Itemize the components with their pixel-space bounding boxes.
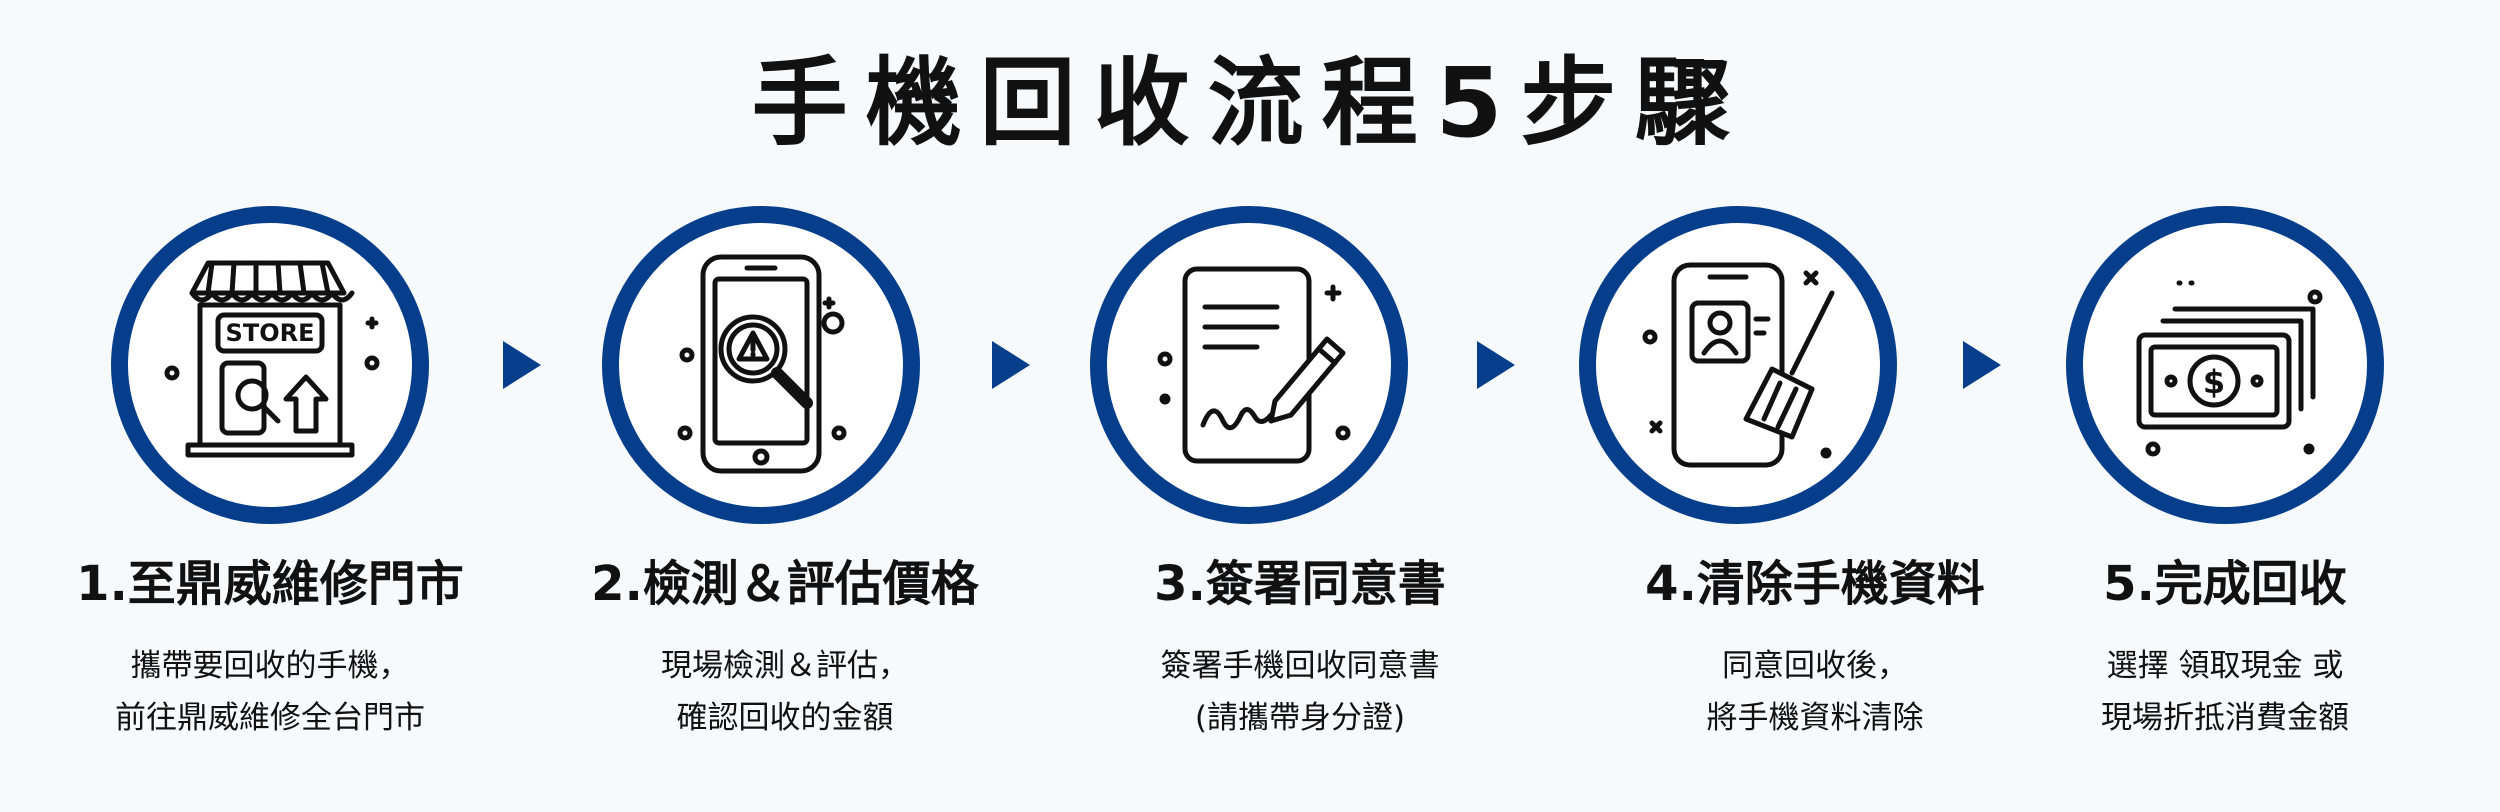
- step-3: 3.簽署同意書 簽署手機回收同意書 (請攜帶身分證): [1040, 0, 1560, 812]
- step-2-title: 2.檢測＆評估價格: [591, 556, 979, 612]
- phone-inspect-icon: [677, 254, 847, 474]
- money-icon: $: [2136, 280, 2323, 457]
- step-5-desc-line-1: 選擇 領取現金 或: [2106, 648, 2344, 684]
- step-3-desc-line-1: 簽署手機回收同意書: [1160, 648, 1440, 684]
- step-2-circle: [602, 206, 920, 524]
- step-4-title: 4.清除手機資料: [1645, 556, 1985, 612]
- step-4-circle: [1579, 206, 1897, 524]
- arrow-right-icon: [1963, 341, 2001, 389]
- step-4-description: 同意回收後， 將手機資料清除: [1555, 640, 2075, 744]
- step-4-desc-line-2: 將手機資料清除: [1706, 700, 1924, 736]
- step-4-desc-line-1: 同意回收後，: [1722, 648, 1908, 684]
- step-5-desc-line-2: 現場折抵消費金額: [2101, 700, 2349, 736]
- arrow-right-icon: [503, 341, 541, 389]
- step-2-description: 現場檢測＆評估， 確認回收的金額: [525, 640, 1045, 744]
- step-5-title: 5.完成回收: [2103, 556, 2347, 612]
- step-1: STORE 1.至鼎威維修門市 攜帶要回收的手機， 前往鼎威維修全台門市: [10, 0, 530, 812]
- sign-document-icon: [1157, 266, 1351, 464]
- step-3-description: 簽署手機回收同意書 (請攜帶身分證): [1040, 640, 1560, 744]
- step-2: 2.檢測＆評估價格 現場檢測＆評估， 確認回收的金額: [525, 0, 1045, 812]
- step-1-title: 1.至鼎威維修門市: [76, 556, 464, 612]
- arrow-right-icon: [992, 341, 1030, 389]
- step-5-circle: $: [2066, 206, 2384, 524]
- step-1-circle: STORE: [111, 206, 429, 524]
- svg-text:STORE: STORE: [226, 319, 315, 347]
- phone-clean-icon: [1642, 262, 1835, 468]
- step-2-desc-line-1: 現場檢測＆評估，: [661, 648, 909, 684]
- step-1-desc-line-1: 攜帶要回收的手機，: [130, 648, 410, 684]
- step-3-desc-line-2: (請攜帶身分證): [1194, 700, 1406, 736]
- step-3-circle: [1090, 206, 1408, 524]
- step-1-desc-line-2: 前往鼎威維修全台門市: [115, 700, 425, 736]
- step-2-desc-line-2: 確認回收的金額: [676, 700, 894, 736]
- step-4: 4.清除手機資料 同意回收後， 將手機資料清除: [1555, 0, 2075, 812]
- arrow-right-icon: [1477, 341, 1515, 389]
- svg-text:$: $: [2203, 363, 2225, 401]
- step-3-title: 3.簽署同意書: [1154, 556, 1446, 612]
- page-title: 手機回收流程5步驟: [751, 47, 1749, 159]
- step-1-description: 攜帶要回收的手機， 前往鼎威維修全台門市: [10, 640, 530, 744]
- store-icon: STORE: [164, 260, 380, 458]
- step-5-description: 選擇 領取現金 或 現場折抵消費金額: [1965, 640, 2485, 744]
- step-5: $ 5.完成回收 選擇 領取現金 或 現場折抵消費金額: [1965, 0, 2485, 812]
